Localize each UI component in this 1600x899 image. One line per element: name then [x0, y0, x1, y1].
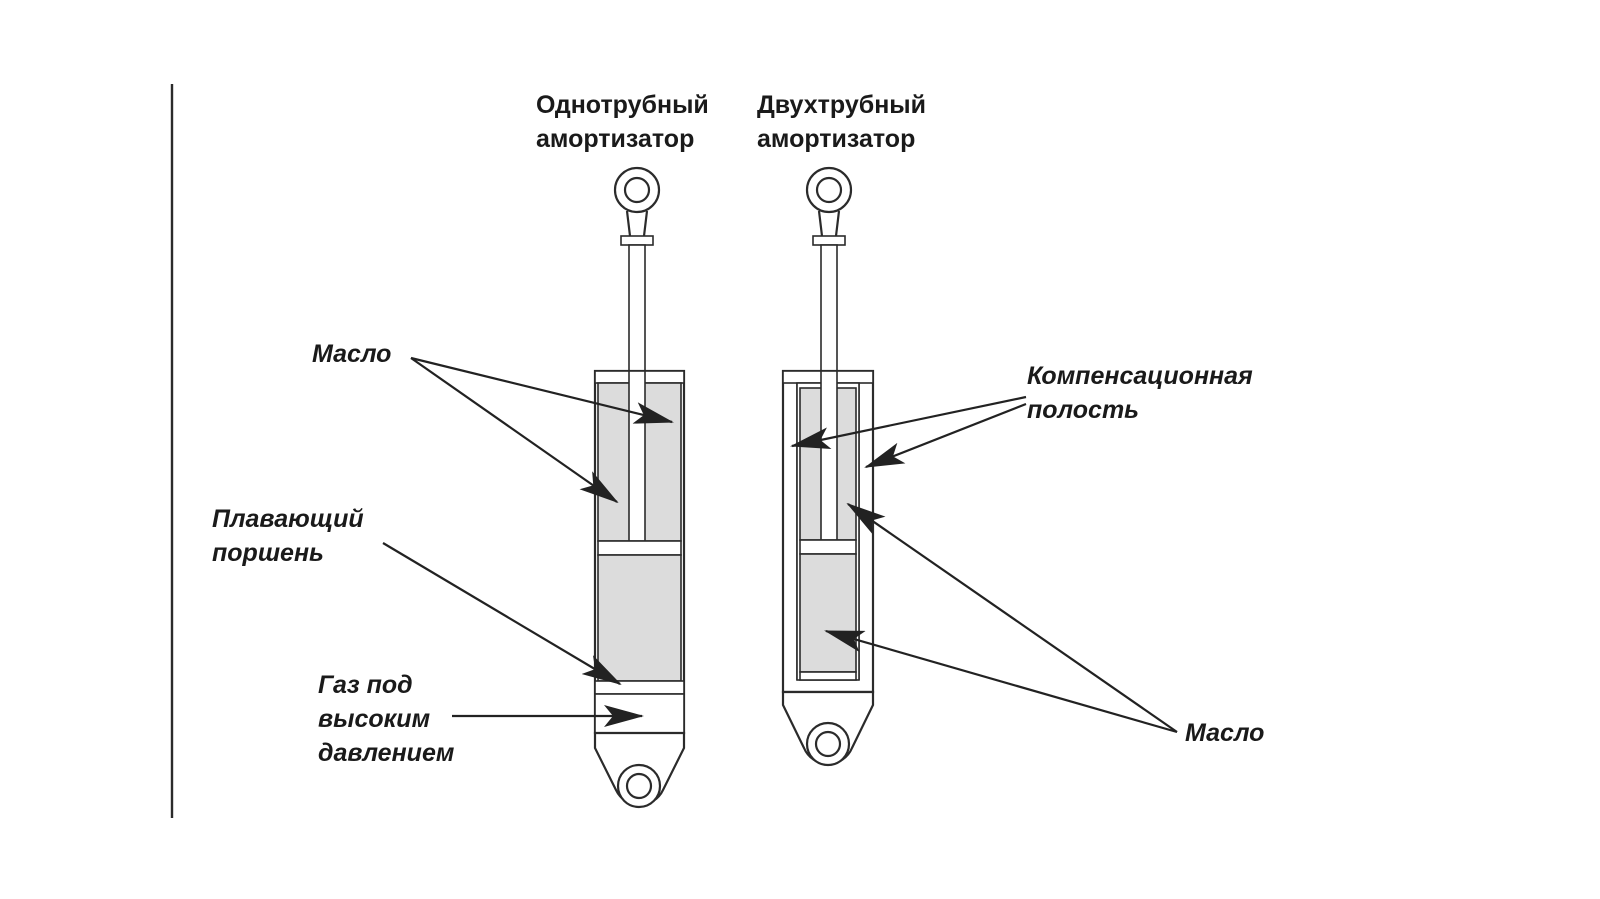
leader-oil-right-upper [846, 502, 1178, 733]
twin-lower-oil [799, 553, 857, 673]
label-gas-line1: Газ под [318, 671, 413, 699]
twin-title-line2: амортизатор [757, 125, 915, 153]
label-oil-left: Масло [312, 340, 391, 368]
mono-bottom-eye-inner [625, 772, 653, 800]
label-compensation-line2: полость [1027, 396, 1139, 424]
twin-rod-collar [812, 235, 846, 246]
mono-title-line2: амортизатор [536, 125, 694, 153]
mono-top-eye-inner [623, 176, 651, 204]
twin-eye-neck [817, 210, 841, 237]
leader-lines [382, 356, 1178, 734]
leader-oil-right-lower [824, 629, 1178, 734]
mono-title-line1: Однотрубный [536, 91, 709, 119]
label-gas-line3: давлением [318, 739, 454, 767]
twin-bottom-eye-inner [814, 730, 842, 758]
leader-floating-piston [382, 542, 622, 686]
mono-rod-collar [620, 235, 654, 246]
leader-oil-left-lower [410, 357, 619, 504]
leader-compensation-outer [864, 402, 1027, 469]
label-gas-line2: высоким [318, 705, 430, 733]
label-floating-piston-line2: поршень [212, 539, 324, 567]
label-compensation-line1: Компенсационная [1027, 362, 1253, 390]
twintube-shock [781, 166, 875, 767]
twin-top-eye-inner [815, 176, 843, 204]
twin-rod-upper [820, 244, 838, 372]
mono-rod-inside [628, 370, 646, 542]
twin-main-piston [799, 539, 857, 555]
leader-compensation-inner [790, 395, 1027, 449]
mono-floating-piston [594, 680, 685, 695]
monotube-shock [593, 166, 686, 809]
twin-title-line1: Двухтрубный [757, 91, 926, 119]
twin-base-valve [799, 671, 857, 681]
label-floating-piston-line1: Плавающий [212, 505, 364, 533]
titles: Однотрубный амортизатор Двухтрубный амор… [536, 91, 926, 153]
label-oil-right: Масло [1185, 719, 1264, 747]
mono-rod-upper [628, 244, 646, 372]
mono-gas-chamber [594, 693, 685, 734]
leader-oil-left-upper [410, 356, 674, 424]
twin-rod-inside [820, 370, 838, 541]
mono-eye-neck [625, 210, 649, 237]
labels: Масло Плавающий поршень Газ под высоким … [212, 340, 1264, 767]
mono-lower-oil [597, 554, 682, 682]
mono-main-piston [597, 540, 682, 556]
